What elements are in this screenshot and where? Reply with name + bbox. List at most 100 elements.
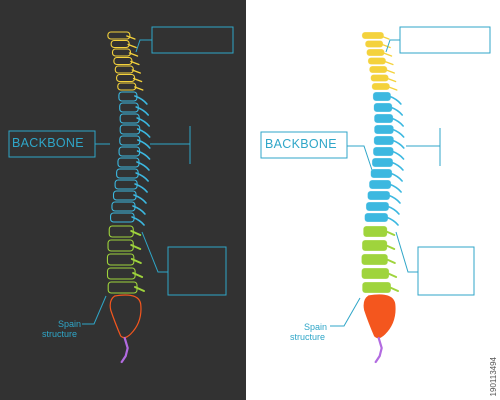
thoracic-process	[389, 106, 404, 116]
lumbar-process	[384, 244, 396, 250]
cervical-process	[134, 86, 144, 91]
thoracic-vertebra	[114, 179, 138, 190]
cervical-vertebra	[367, 57, 387, 65]
lumbar-process	[130, 230, 142, 236]
lumbar-vertebra	[106, 253, 135, 266]
top-label-box	[399, 26, 491, 54]
stock-id: 190113494	[489, 356, 498, 396]
thoracic-process	[135, 172, 149, 182]
lumbar-process	[132, 272, 144, 278]
caption-line1-dark: Spain	[58, 319, 82, 329]
sacrum	[363, 294, 396, 339]
caption-leader-line	[330, 297, 361, 327]
cervical-vertebra	[110, 39, 130, 49]
thoracic-process	[390, 150, 405, 160]
thoracic-vertebra	[368, 179, 392, 190]
thoracic-vertebra	[372, 91, 392, 102]
lumbar-process	[130, 244, 142, 250]
lumbar-vertebra	[361, 253, 389, 266]
thoracic-vertebra	[364, 212, 389, 223]
cervical-vertebra	[368, 65, 388, 74]
cervical-vertebra	[361, 31, 385, 40]
thoracic-process	[136, 117, 150, 127]
lumbar-process	[386, 272, 398, 278]
cervical-vertebra	[364, 40, 384, 48]
thoracic-process	[390, 161, 404, 171]
lumbar-vertebra	[106, 267, 136, 280]
top-leader-line	[385, 39, 400, 53]
lumbar-vertebra	[361, 281, 392, 294]
cervical-vertebra	[370, 74, 389, 82]
thoracic-vertebra	[119, 135, 141, 146]
cervical-process	[388, 86, 398, 91]
lumbar-process	[384, 230, 396, 236]
thoracic-process	[136, 128, 151, 138]
caption-line2-dark: structure	[42, 329, 78, 339]
thoracic-vertebra	[119, 113, 140, 124]
coccyx	[374, 336, 383, 364]
lumbar-vertebra	[107, 239, 134, 252]
backbone-title-light: BACKBONE	[265, 137, 337, 151]
lumbar-process	[384, 258, 396, 264]
dark-panel: BACKBONE Spain structure	[0, 0, 246, 400]
light-spine-diagram	[260, 26, 491, 364]
cervical-vertebra	[113, 56, 133, 66]
cervical-vertebra	[107, 31, 131, 40]
lumbar-vertebra	[361, 239, 388, 252]
thoracic-vertebra	[373, 113, 394, 124]
thoracic-vertebra	[118, 146, 141, 157]
cervical-vertebra	[114, 65, 134, 74]
thoracic-vertebra	[373, 124, 394, 135]
thoracic-process	[136, 161, 150, 171]
lower-label-box	[167, 246, 227, 296]
dark-spine-diagram	[8, 26, 234, 364]
lumbar-process	[388, 286, 399, 292]
cervical-process	[131, 69, 141, 74]
cervical-process	[382, 52, 393, 57]
thoracic-process	[134, 183, 148, 193]
backbone-title-dark: BACKBONE	[12, 136, 84, 150]
light-panel: BACKBONE Spain structure	[248, 0, 500, 400]
thoracic-vertebra	[112, 190, 137, 201]
thoracic-vertebra	[370, 168, 393, 179]
cervical-vertebra	[116, 73, 136, 83]
lumbar-vertebra	[107, 281, 138, 294]
thoracic-vertebra	[111, 201, 136, 212]
top-label-box	[151, 26, 234, 54]
cervical-process	[385, 69, 395, 74]
thoracic-process	[386, 205, 400, 215]
thoracic-vertebra	[118, 91, 138, 102]
thoracic-process	[390, 117, 404, 127]
thoracic-process	[390, 128, 405, 138]
thoracic-vertebra	[365, 201, 390, 212]
thoracic-process	[131, 216, 145, 226]
top-leader-line	[135, 39, 152, 53]
backbone-leader-line	[347, 145, 373, 171]
coccyx	[120, 336, 129, 364]
lower-leader-line	[141, 231, 168, 273]
cervical-vertebra	[371, 82, 391, 91]
cervical-process	[127, 43, 137, 49]
thoracic-vertebra	[372, 146, 394, 157]
thoracic-vertebra	[117, 157, 140, 168]
cervical-process	[380, 35, 390, 40]
cervical-vertebra	[366, 48, 385, 57]
thoracic-vertebra	[371, 157, 394, 168]
caption-leader-line	[82, 295, 107, 325]
thoracic-vertebra	[119, 102, 139, 113]
cervical-process	[386, 77, 397, 83]
thoracic-process	[137, 139, 151, 149]
thoracic-process	[133, 194, 147, 204]
thoracic-process	[385, 216, 399, 226]
thoracic-vertebra	[373, 135, 395, 146]
cervical-process	[384, 60, 394, 66]
cervical-process	[381, 43, 391, 49]
cervical-process	[128, 52, 139, 57]
thoracic-vertebra	[373, 102, 393, 113]
cervical-vertebra	[117, 82, 137, 91]
caption-line1-light: Spain	[304, 322, 328, 332]
thoracic-process	[135, 106, 150, 116]
thoracic-process	[391, 139, 405, 149]
lumbar-process	[130, 258, 142, 264]
cervical-process	[126, 35, 136, 40]
